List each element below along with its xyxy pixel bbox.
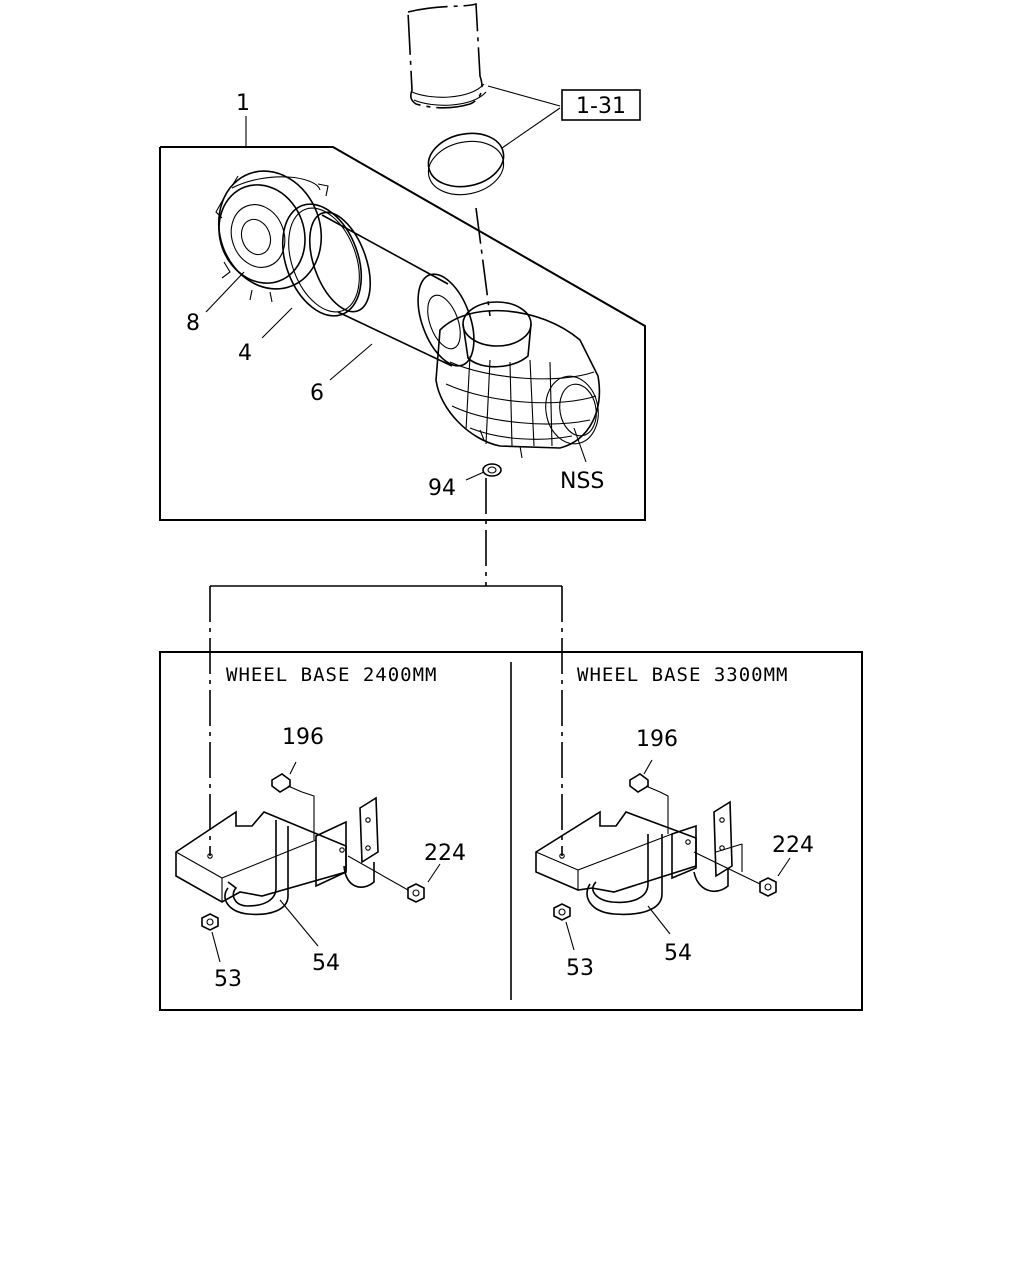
right-callout-nut-right: 224	[772, 833, 814, 858]
right-callout-bolt: 196	[636, 727, 678, 752]
left-bracket	[175, 796, 379, 903]
left-callout-nut-left: 53	[214, 967, 242, 992]
left-panel-title: WHEEL BASE 2400MM	[226, 664, 437, 686]
ref-box-label: 1-31	[576, 94, 626, 119]
air-cleaner-cover	[215, 170, 329, 303]
right-bracket	[535, 800, 743, 893]
right-callout-nut-left: 53	[566, 956, 594, 981]
right-nut-left	[553, 903, 571, 921]
right-nut-right	[693, 851, 777, 897]
air-cleaner-housing	[435, 301, 601, 459]
callout-cover: 8	[186, 311, 200, 336]
assembly-frame	[159, 146, 646, 521]
right-panel: WHEEL BASE 3300MM	[535, 664, 814, 981]
left-callout-bolt: 196	[282, 725, 324, 750]
left-nut-left	[201, 913, 219, 931]
bracket-frame	[159, 651, 863, 1011]
reference-box: 1-31	[561, 89, 641, 121]
right-panel-title: WHEEL BASE 3300MM	[577, 664, 788, 686]
left-nut-right	[347, 855, 425, 903]
callout-element: 6	[310, 381, 324, 406]
filter-element	[308, 211, 475, 367]
callout-seal-ring: 4	[238, 341, 252, 366]
left-u-bolt	[224, 820, 375, 916]
callout-assembly: 1	[236, 91, 250, 116]
right-bolt	[629, 773, 669, 834]
left-panel: WHEEL BASE 2400MM	[175, 664, 466, 992]
left-callout-nut-right: 224	[424, 841, 466, 866]
callout-valve: 94	[428, 476, 456, 501]
dust-valve	[482, 463, 502, 477]
intake-duct	[407, 2, 487, 109]
left-callout-u-bolt: 54	[312, 951, 340, 976]
left-bolt	[271, 773, 315, 840]
hose-clamp	[427, 132, 505, 196]
right-u-bolt	[586, 834, 729, 916]
callout-housing: NSS	[560, 469, 604, 494]
right-callout-u-bolt: 54	[664, 941, 692, 966]
